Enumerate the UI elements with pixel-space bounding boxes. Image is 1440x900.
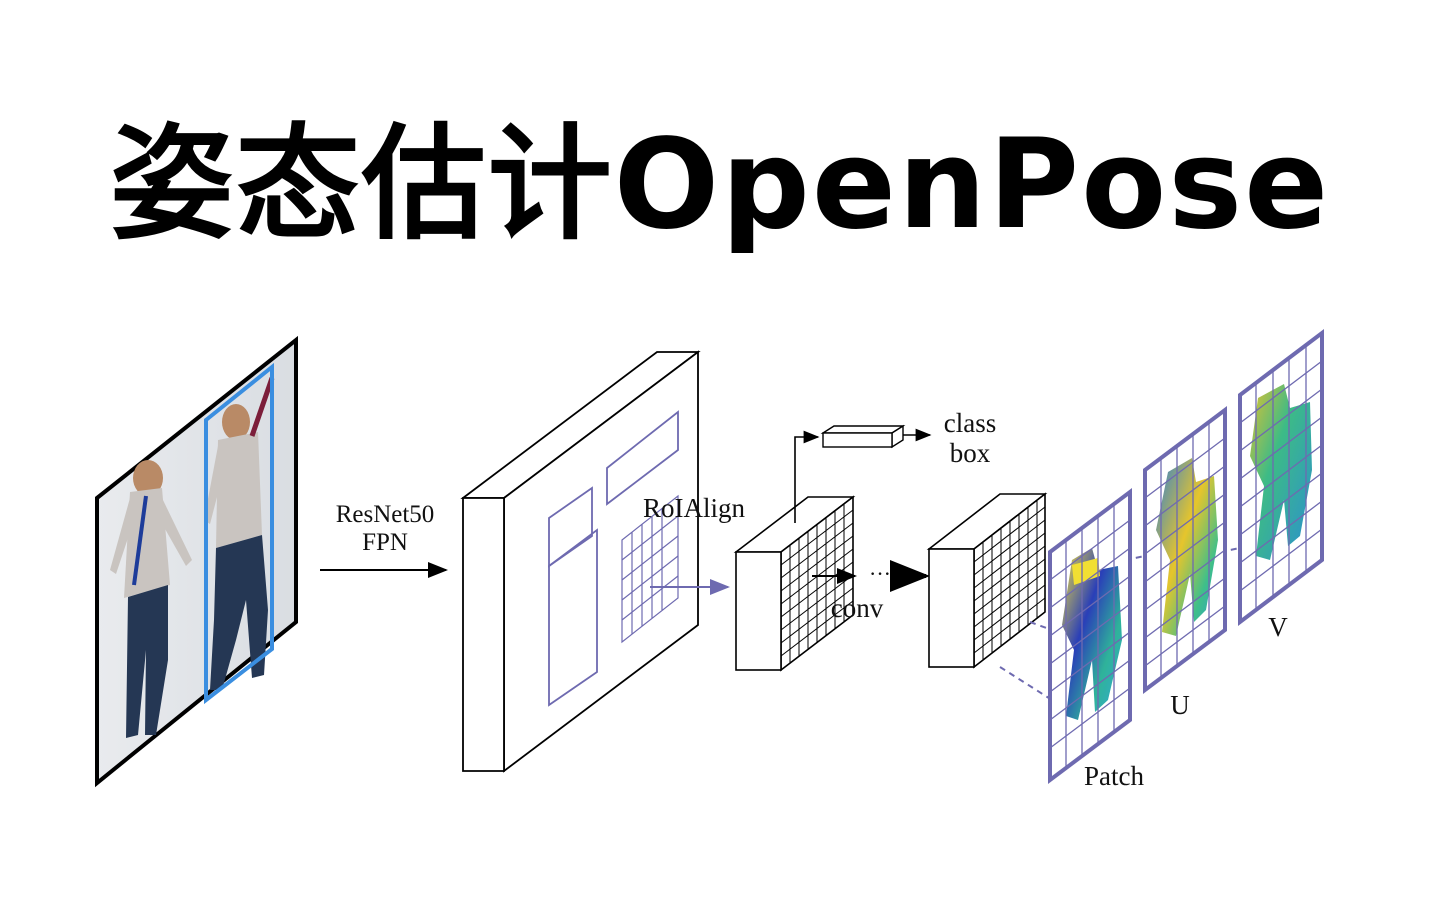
page-title: 姿态估计OpenPose <box>109 113 1331 257</box>
detection-box <box>204 362 274 705</box>
backbone-label-line1: ResNet50 <box>336 501 435 528</box>
ellipsis: ··· <box>869 561 891 586</box>
class-box-branch-line <box>794 430 820 523</box>
u-label: U <box>1170 690 1190 720</box>
person-figure-1 <box>110 460 192 738</box>
roi-feature-block <box>733 495 856 672</box>
dashed-connector <box>1029 621 1053 631</box>
input-image-frame <box>95 335 298 788</box>
class-label: class <box>944 408 996 438</box>
patch-label: Patch <box>1084 761 1144 791</box>
fc-layer-box <box>820 424 906 449</box>
u-map <box>1143 406 1227 694</box>
v-map <box>1238 328 1324 627</box>
conv-label: conv <box>831 593 884 623</box>
patch-map <box>1048 488 1132 784</box>
dashed-connector <box>999 666 1053 701</box>
box-label: box <box>950 438 991 468</box>
person-figure-2 <box>204 377 275 690</box>
head-feature-block <box>926 492 1048 669</box>
feature-map-block <box>460 350 701 773</box>
backbone-label-line2: FPN <box>362 529 408 556</box>
v-label: V <box>1268 612 1288 642</box>
roialign-label: RoIAlign <box>643 493 746 523</box>
